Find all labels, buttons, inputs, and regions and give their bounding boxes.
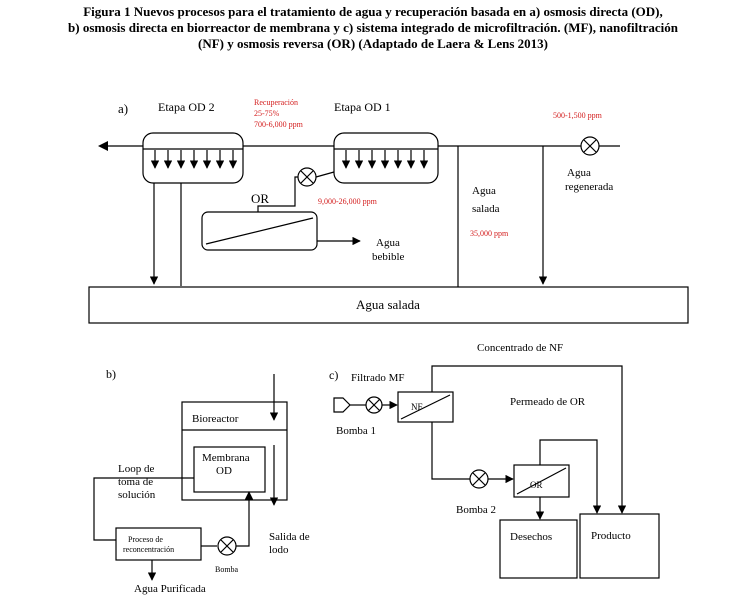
stage-od1-flux-arrows — [341, 150, 429, 169]
or-membrane — [205, 217, 314, 245]
salty-water-tank-label: Agua salada — [356, 297, 420, 312]
nf-membrane — [400, 394, 451, 420]
nf-concentrate-line — [431, 365, 627, 514]
salty-water-label-1: Agua — [472, 185, 496, 197]
or-feed-line — [315, 171, 335, 178]
panel-b: b) Bioreactor Membrana OD Salida de lodo… — [93, 367, 310, 595]
salty-water-tank — [88, 286, 689, 324]
drinkable-water-label-1: Agua — [376, 237, 400, 249]
salty-water-label-2: salada — [472, 203, 500, 215]
or-unit — [513, 464, 570, 498]
sludge-outlet-label-1: Salida de — [269, 531, 310, 543]
stage-od1-label: Etapa OD 1 — [334, 100, 391, 114]
solution-loop-line — [93, 477, 194, 541]
product-box — [579, 513, 660, 579]
or-ppm: 9,000-26,000 ppm — [318, 197, 378, 206]
stage-od1-vessel — [333, 132, 439, 184]
reconcentration-label-1: Proceso de — [128, 535, 163, 544]
solution-loop-label-1: Loop de — [118, 463, 154, 475]
or-pump-icon — [297, 167, 317, 187]
membrane-od-box — [193, 446, 266, 493]
pump-1-label: Bomba 1 — [336, 425, 376, 437]
regenerated-water-label-1: Agua — [567, 167, 591, 179]
or-permeate-line — [539, 439, 602, 514]
drinkable-water-label-2: bebible — [372, 251, 404, 263]
sludge-outlet-label-2: lodo — [269, 544, 289, 556]
or-permeate-label: Permeado de OR — [510, 396, 586, 408]
outlet-arrow — [98, 141, 108, 151]
pump-2-icon — [469, 469, 489, 489]
figure-caption: Figura 1 Nuevos procesos para el tratami… — [0, 4, 746, 52]
stage-od2-vessel — [142, 132, 244, 184]
panel-a: a) Etapa OD 2 Etapa OD 1 Recuperación 25… — [88, 98, 689, 324]
panel-b-label: b) — [106, 367, 116, 381]
recovery-ppm: 700-6,000 ppm — [254, 120, 304, 129]
or-unit-label: OR — [530, 480, 543, 490]
caption-line-3: (NF) y osmosis reversa (OR) (Adaptado de… — [197, 36, 548, 51]
inlet-ppm: 500-1,500 ppm — [553, 111, 603, 120]
panel-c-label: c) — [329, 368, 338, 382]
membrane-od-label-2: OD — [216, 465, 232, 477]
nf-concentrate-label: Concentrado de NF — [477, 342, 563, 354]
pump-label: Bomba — [215, 565, 239, 574]
mf-filtrate-label: Filtrado MF — [351, 372, 404, 384]
caption-line-1: Figura 1 Nuevos procesos para el tratami… — [83, 4, 663, 19]
stage-od2-flux-arrows — [150, 150, 238, 169]
waste-box — [499, 519, 578, 579]
or-pump-line — [257, 176, 298, 212]
or-unit-membrane — [516, 467, 567, 495]
stage-od2-label: Etapa OD 2 — [158, 100, 215, 114]
pump-icon — [217, 536, 237, 556]
mf-inlet-icon — [333, 397, 351, 413]
pump-2-label: Bomba 2 — [456, 504, 496, 516]
pump-return-line — [236, 491, 254, 547]
reconcentration-process-box — [115, 527, 202, 561]
solution-loop-label-2: toma de — [118, 476, 153, 488]
inlet-valve-icon — [580, 136, 600, 156]
panel-c: c) Concentrado de NF Filtrado MF Permead… — [329, 342, 660, 579]
purified-water-label: Agua Purificada — [134, 583, 206, 595]
membrane-od-label-1: Membrana — [202, 452, 250, 464]
solution-loop-label-3: solución — [118, 489, 156, 501]
reconcentration-label-2: reconcentración — [123, 545, 174, 554]
recovery-percent: 25-75% — [254, 109, 280, 118]
waste-label: Desechos — [510, 531, 552, 543]
regenerated-water-label-2: regenerada — [565, 181, 613, 193]
nf-label: NF — [411, 402, 423, 412]
pump-1-icon — [365, 396, 383, 414]
salty-water-ppm: 35,000 ppm — [470, 229, 509, 238]
bioreactor-label: Bioreactor — [192, 413, 239, 425]
caption-line-2: b) osmosis directa en biorreactor de mem… — [68, 20, 678, 35]
product-label: Producto — [591, 530, 631, 542]
nf-permeate-line — [431, 422, 470, 480]
or-label: OR — [251, 191, 269, 206]
panel-a-label: a) — [118, 101, 128, 116]
recovery-label: Recuperación — [254, 98, 298, 107]
